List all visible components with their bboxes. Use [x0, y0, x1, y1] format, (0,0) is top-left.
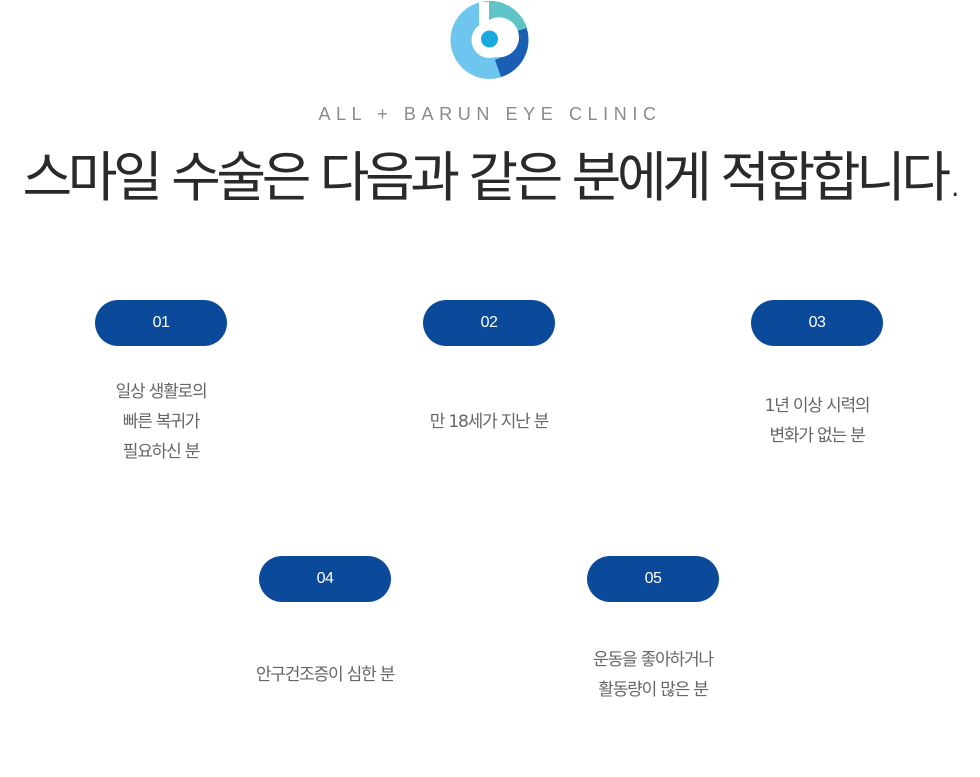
clinic-logo-icon: [450, 0, 529, 79]
criteria-text: 만 18세가 지난 분: [359, 407, 619, 437]
number-badge: 01: [95, 300, 227, 346]
number-badge: 04: [259, 556, 391, 602]
number-badge: 05: [587, 556, 719, 602]
criteria-line: 빠른 복귀가: [122, 412, 201, 432]
criteria-line: 활동량이 많은 분: [598, 680, 709, 700]
criteria-item-01: 01 일상 생활로의 빠른 복귀가 필요하신 분: [31, 300, 291, 480]
criteria-line: 일상 생활로의: [115, 382, 208, 402]
criteria-line: 만 18세가 지난 분: [429, 412, 550, 432]
page-title: 스마일 수술은 다음과 같은 분에게 적합합니다.: [22, 146, 964, 209]
criteria-line: 필요하신 분: [122, 442, 201, 462]
clinic-name: ALL + BARUN EYE CLINIC: [318, 104, 662, 124]
criteria-text: 운동을 좋아하거나 활동량이 많은 분: [523, 645, 783, 705]
criteria-line: 운동을 좋아하거나: [593, 650, 714, 670]
criteria-line: 안구건조증이 심한 분: [255, 665, 396, 685]
criteria-item-03: 03 1년 이상 시력의 변화가 없는 분: [687, 300, 947, 480]
criteria-item-02: 02 만 18세가 지난 분: [359, 300, 619, 480]
number-badge: 03: [751, 300, 883, 346]
criteria-text: 안구건조증이 심한 분: [195, 660, 455, 690]
criteria-text: 1년 이상 시력의 변화가 없는 분: [687, 391, 947, 451]
number-badge: 02: [423, 300, 555, 346]
criteria-line: 1년 이상 시력의: [764, 396, 871, 416]
criteria-item-05: 05 운동을 좋아하거나 활동량이 많은 분: [523, 556, 783, 716]
criteria-text: 일상 생활로의 빠른 복귀가 필요하신 분: [31, 377, 291, 467]
criteria-item-04: 04 안구건조증이 심한 분: [195, 556, 455, 716]
criteria-line: 변화가 없는 분: [769, 426, 865, 446]
